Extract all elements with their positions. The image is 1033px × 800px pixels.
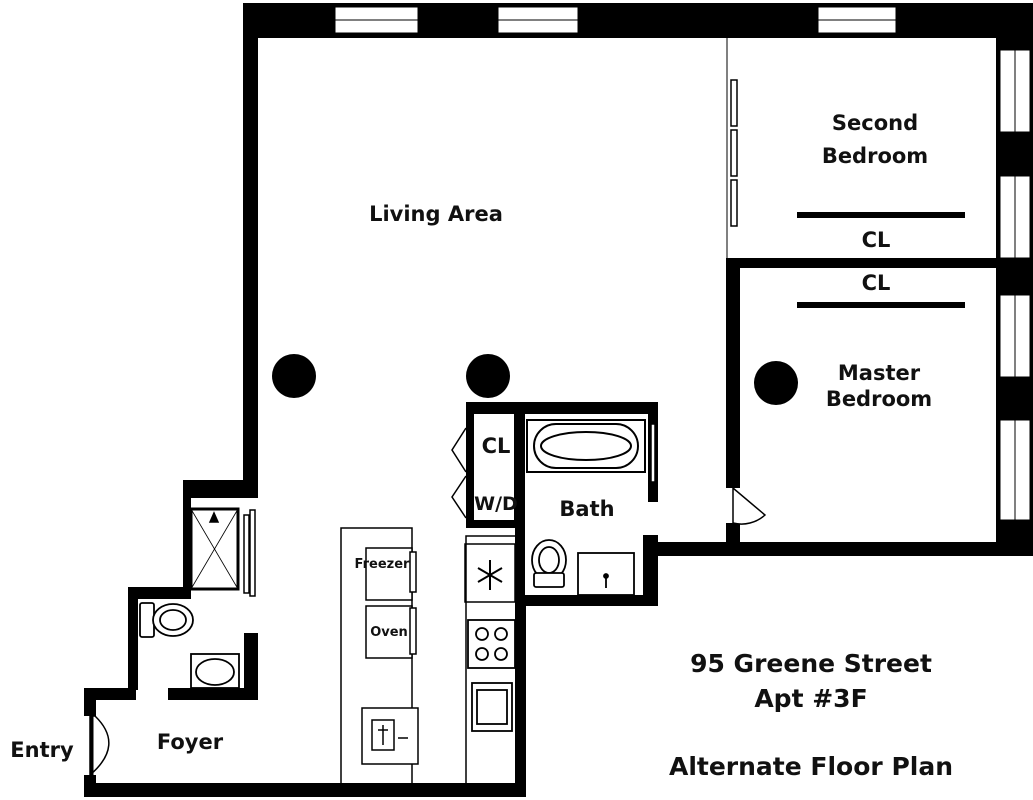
sliding-partition	[726, 38, 738, 258]
apartment-number: Apt #3F	[754, 684, 867, 713]
dishwasher-icon	[361, 707, 419, 765]
label-second-bedroom-line2: Bedroom	[822, 144, 928, 168]
column-icon	[466, 354, 510, 398]
bathtub-icon	[526, 419, 646, 473]
label-second-bedroom-line1: Second	[832, 111, 918, 135]
wall-entry-left-upper	[84, 688, 96, 716]
doors	[89, 423, 767, 777]
wall-bath-right	[643, 535, 658, 606]
columns	[272, 354, 798, 405]
stove-icon	[467, 619, 516, 669]
freezer-unit	[365, 547, 413, 601]
sink-icon	[471, 682, 513, 732]
plan-title: Alternate Floor Plan	[669, 752, 953, 781]
wall-wc-top	[128, 587, 191, 599]
door-swing-icon	[732, 486, 767, 525]
wall-bath-bottom-ext	[643, 542, 733, 556]
wall-bath-bottom	[515, 595, 658, 606]
interior-walls	[244, 258, 998, 691]
toilet-icon	[139, 602, 194, 638]
wall-master-left-lower	[726, 523, 740, 553]
label-oven: Oven	[370, 625, 408, 640]
wall-closet-left	[466, 402, 474, 527]
address: 95 Greene Street	[690, 649, 932, 678]
sink-icon	[577, 552, 635, 596]
closet-rod-second-bedroom	[797, 212, 965, 218]
label-living-area: Living Area	[369, 202, 503, 226]
label-closet-second-bedroom: CL	[862, 228, 891, 252]
label-master-bedroom-line1: Master	[838, 361, 921, 385]
label-entry: Entry	[10, 738, 74, 762]
wall-master-bottom	[726, 542, 1033, 556]
label-master-bedroom-line2: Bedroom	[826, 387, 932, 411]
toilet-icon	[531, 539, 567, 588]
wall-bath-left	[515, 414, 525, 604]
wall-wc-left	[128, 587, 138, 690]
door-swing-icon	[451, 475, 467, 519]
label-foyer: Foyer	[157, 730, 224, 754]
closet-rod-master-bedroom	[797, 302, 965, 308]
wall-shower-left	[183, 480, 191, 590]
column-icon	[272, 354, 316, 398]
appliances	[361, 547, 419, 765]
wall-master-left-upper	[726, 258, 740, 488]
wall-step-top	[183, 480, 251, 498]
label-washer-dryer: W/D	[474, 493, 518, 515]
wall-kitchen-right	[515, 595, 526, 797]
wall-bedroom-divider	[726, 258, 998, 268]
windows	[334, 6, 1031, 521]
label-closet-hall: CL	[482, 434, 511, 458]
wall-bath-top	[466, 402, 658, 414]
door-swing-icon	[451, 427, 467, 473]
fridge-icon	[464, 543, 516, 603]
label-closet-master-bedroom: CL	[862, 271, 891, 295]
wall-left-upper	[243, 3, 258, 498]
oven-unit	[365, 605, 413, 659]
wall-bottom	[84, 783, 526, 797]
sink-icon	[190, 653, 240, 689]
wall-closet-bottom	[466, 520, 522, 528]
shower-icon	[189, 507, 240, 591]
wall-wc-right	[244, 633, 258, 691]
column-icon	[754, 361, 798, 405]
label-freezer: Freezer	[355, 557, 410, 572]
label-bath: Bath	[559, 497, 614, 521]
wall-foyer-top-right	[168, 688, 258, 700]
wall-foyer-top-left	[84, 688, 136, 700]
